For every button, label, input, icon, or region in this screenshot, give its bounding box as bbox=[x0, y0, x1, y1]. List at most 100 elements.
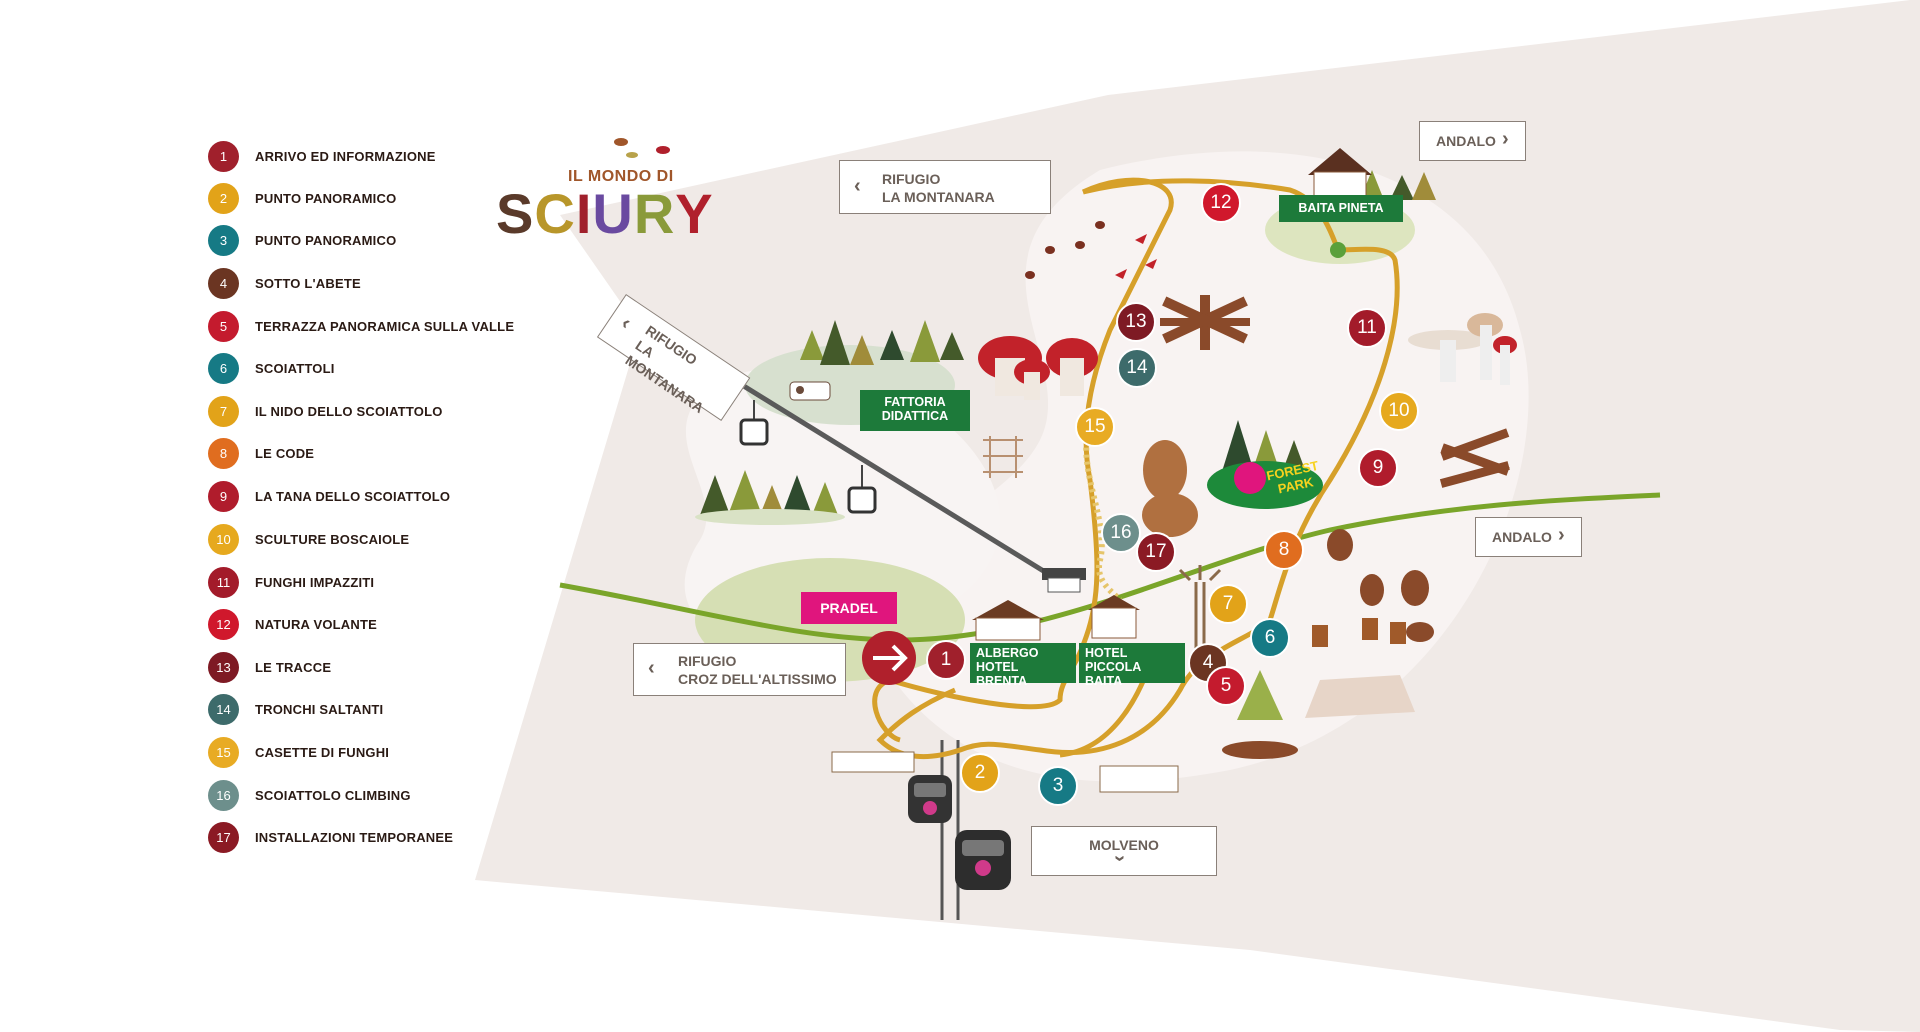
map-marker-9[interactable]: 9 bbox=[1358, 448, 1398, 488]
legend-label: IL NIDO DELLO SCOIATTOLO bbox=[255, 403, 443, 419]
legend-number: 2 bbox=[208, 182, 239, 214]
forest-icon bbox=[800, 320, 964, 365]
destination-line: CROZ DELL'ALTISSIMO bbox=[678, 671, 837, 687]
terrace-icon bbox=[1305, 675, 1415, 718]
squirrel-sculpture-icon bbox=[1312, 529, 1434, 647]
gondola-icon bbox=[847, 465, 877, 514]
map-marker-15[interactable]: 15 bbox=[1075, 407, 1115, 447]
legend-number: 7 bbox=[208, 395, 239, 427]
brand-letter: R bbox=[633, 182, 676, 245]
big-squirrel-icon bbox=[1142, 440, 1198, 537]
chevron-down-icon: › bbox=[1108, 855, 1131, 862]
location-line: PICCOLA BAITA bbox=[1085, 660, 1141, 688]
cone-tree-icon bbox=[1222, 670, 1298, 759]
brand-title: SCIURY bbox=[496, 184, 714, 244]
location-fattoria[interactable]: FATTORIA DIDATTICA bbox=[860, 390, 970, 431]
legend-number: 14 bbox=[208, 693, 239, 725]
chevron-left-icon: ‹ bbox=[854, 175, 861, 197]
chevron-right-icon: › bbox=[1502, 128, 1509, 150]
chevron-left-icon: ‹ bbox=[617, 312, 636, 335]
legend-item[interactable]: 9 LA TANA DELLO SCOIATTOLO bbox=[208, 480, 450, 512]
brand-letter: Y bbox=[675, 182, 714, 245]
map-marker-5[interactable]: 5 bbox=[1206, 666, 1246, 706]
legend-label: PUNTO PANORAMICO bbox=[255, 190, 397, 206]
map-marker-1[interactable]: 1 bbox=[926, 640, 966, 680]
giant-mushroom-icon bbox=[1408, 313, 1517, 385]
legend-number: 10 bbox=[208, 523, 239, 555]
destination-line: ANDALO bbox=[1436, 133, 1496, 149]
map-marker-12[interactable]: 12 bbox=[1201, 183, 1241, 223]
legend-label: LE CODE bbox=[255, 445, 315, 461]
hotel-icon bbox=[972, 600, 1044, 641]
legend-item[interactable]: 2 PUNTO PANORAMICO bbox=[208, 182, 396, 214]
legend-number: 5 bbox=[208, 310, 239, 342]
location-pradel[interactable]: PRADEL bbox=[801, 592, 897, 624]
legend-item[interactable]: 8 LE CODE bbox=[208, 437, 314, 469]
log-pile-icon bbox=[1160, 295, 1250, 350]
legend-number: 12 bbox=[208, 608, 239, 640]
location-line: DIDATTICA bbox=[881, 409, 949, 423]
map-marker-8[interactable]: 8 bbox=[1264, 530, 1304, 570]
destination-croz[interactable]: ‹ RIFUGIO CROZ DELL'ALTISSIMO bbox=[633, 643, 846, 696]
legend-label: INSTALLAZIONI TEMPORANEE bbox=[255, 829, 454, 845]
location-albergo[interactable]: ALBERGO HOTEL BRENTA bbox=[970, 643, 1076, 688]
map-marker-17[interactable]: 17 bbox=[1136, 532, 1176, 572]
nest-tree-icon bbox=[1178, 565, 1222, 660]
legend-label: TERRAZZA PANORAMICA SULLA VALLE bbox=[255, 318, 515, 334]
trail-junction bbox=[1330, 242, 1346, 258]
legend-label: ARRIVO ED INFORMAZIONE bbox=[255, 148, 436, 164]
hotel-icon bbox=[1088, 595, 1140, 639]
legend-item[interactable]: 7 IL NIDO DELLO SCOIATTOLO bbox=[208, 395, 443, 427]
destination-line: RIFUGIO bbox=[882, 171, 941, 187]
legend-label: LA TANA DELLO SCOIATTOLO bbox=[255, 488, 451, 504]
map-marker-10[interactable]: 10 bbox=[1379, 391, 1419, 431]
location-hotel-piccola[interactable]: HOTEL PICCOLA BAITA bbox=[1079, 643, 1185, 688]
map-marker-11[interactable]: 11 bbox=[1347, 308, 1387, 348]
legend-number: 6 bbox=[208, 352, 239, 384]
destination-andalo-top[interactable]: ANDALO › bbox=[1419, 121, 1526, 161]
destination-line: ANDALO bbox=[1492, 529, 1552, 545]
map-marker-6[interactable]: 6 bbox=[1250, 618, 1290, 658]
gondola-icon bbox=[739, 400, 769, 446]
mushroom-house-icon bbox=[978, 336, 1098, 400]
chevron-left-icon: ‹ bbox=[648, 657, 655, 679]
destination-andalo-right[interactable]: ANDALO › bbox=[1475, 517, 1582, 557]
cow-icon bbox=[789, 381, 831, 401]
map-marker-2[interactable]: 2 bbox=[960, 753, 1000, 793]
paw-print-icon bbox=[1025, 221, 1105, 279]
legend-number: 11 bbox=[208, 566, 239, 598]
destination-montanara-top[interactable]: ‹ RIFUGIO LA MONTANARA bbox=[839, 160, 1051, 214]
map-marker-14[interactable]: 14 bbox=[1117, 348, 1157, 388]
lift-station-icon bbox=[1042, 568, 1086, 593]
legend-number: 9 bbox=[208, 480, 239, 512]
destination-line: MOLVENO bbox=[1089, 837, 1159, 853]
brand-letter: C bbox=[534, 182, 576, 245]
legend-number: 4 bbox=[208, 267, 239, 299]
legend-label: LE TRACCE bbox=[255, 659, 332, 675]
map-marker-13[interactable]: 13 bbox=[1116, 302, 1156, 342]
location-line: FATTORIA bbox=[884, 395, 946, 409]
brand-logo: IL MONDO DI SCIURY bbox=[496, 150, 736, 250]
arrival-arrow-icon bbox=[862, 631, 916, 685]
location-baita-pineta[interactable]: BAITA PINETA bbox=[1279, 195, 1403, 222]
map-marker-16[interactable]: 16 bbox=[1101, 513, 1141, 553]
legend-item[interactable]: 5 TERRAZZA PANORAMICA SULLA VALLE bbox=[208, 310, 514, 342]
destination-molveno[interactable]: MOLVENO › bbox=[1031, 826, 1217, 876]
map-marker-3[interactable]: 3 bbox=[1038, 766, 1078, 806]
map-marker-7[interactable]: 7 bbox=[1208, 584, 1248, 624]
trail-path bbox=[872, 177, 1174, 743]
brand-leaf-icon bbox=[614, 138, 670, 158]
legend-number: 8 bbox=[208, 437, 239, 469]
